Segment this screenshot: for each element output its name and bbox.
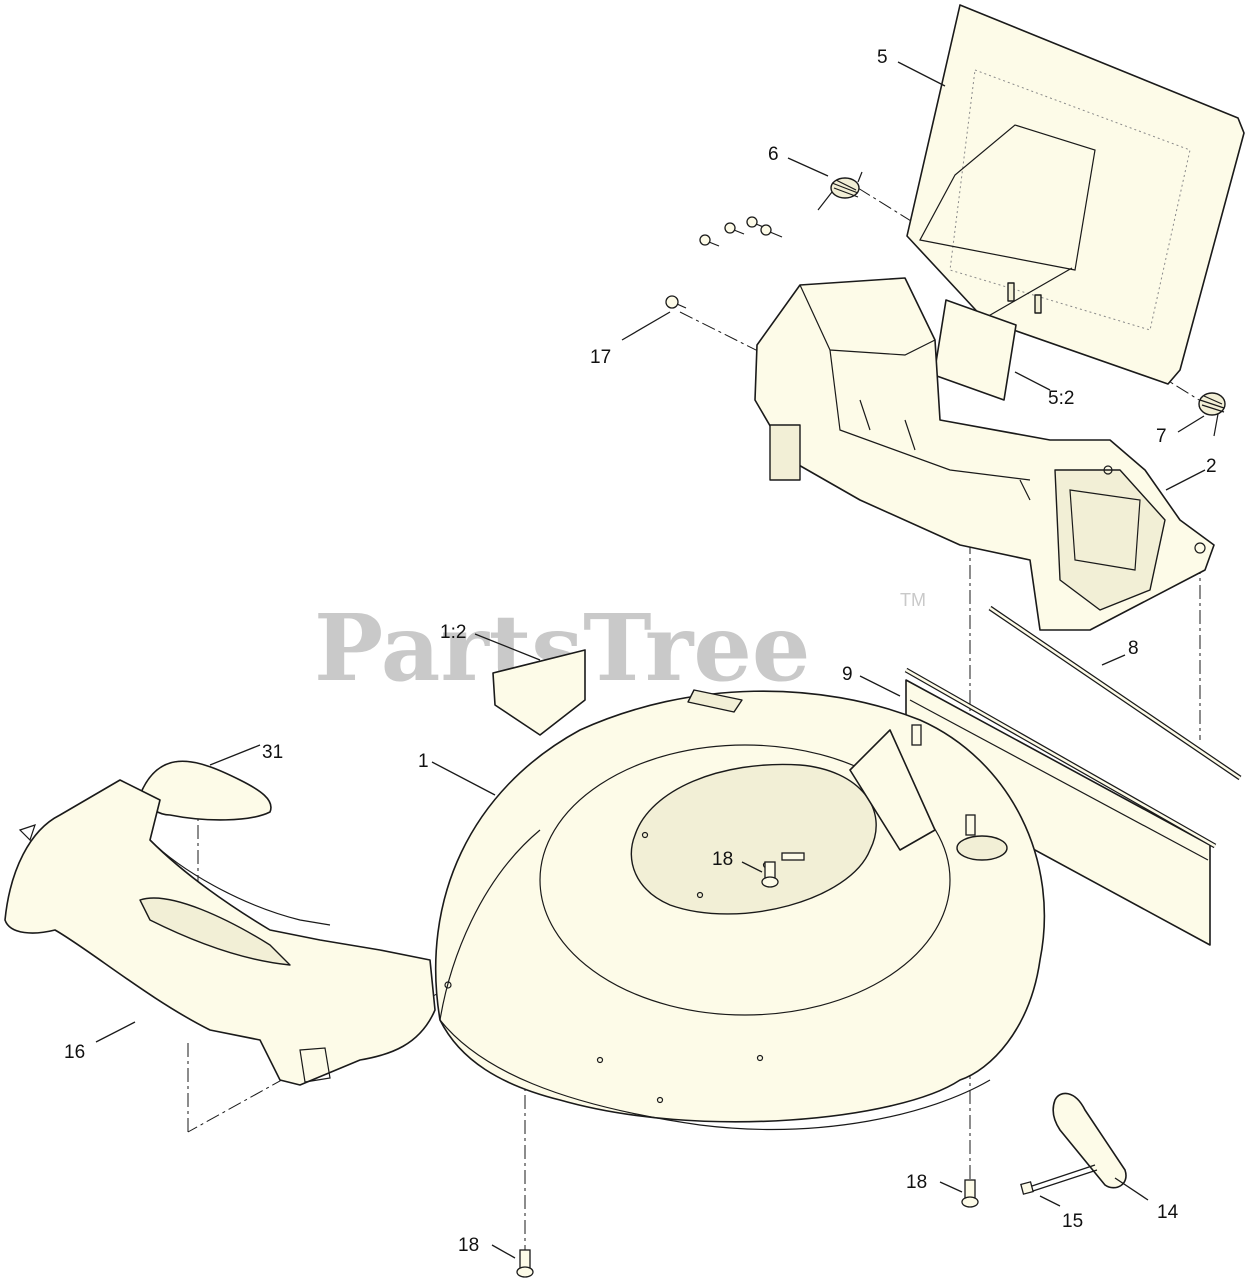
part-15-bolt [1020,1164,1098,1195]
callout-31: 31 [262,742,283,763]
part-5-2-decal [933,299,1017,401]
part-16-cover [4,779,436,1086]
callout-7: 7 [1156,426,1167,447]
callout-17: 17 [590,347,611,368]
part-2-rear-bracket [754,277,1215,631]
callout-6: 6 [768,144,779,165]
callout-1: 1 [418,751,429,772]
callout-18-right: 18 [906,1172,927,1193]
callout-5-2: 5:2 [1048,388,1074,409]
screws-group-17 [665,216,783,309]
part-14-lever [1052,1092,1127,1189]
bolt-18-right [911,724,979,1208]
part-6-spring [817,171,863,211]
callout-labels: 5 6 17 5:2 7 2 8 9 1:2 1 31 16 18 18 18 … [64,47,1217,1256]
watermark-trademark: TM [900,590,926,610]
part-31-handle-cover [139,760,272,821]
part-1-deck [434,689,1046,1131]
callout-16: 16 [64,1042,85,1063]
centerline-screw-17 [679,311,761,353]
callout-8: 8 [1128,638,1139,659]
bolt-18-center [761,852,805,888]
callout-15: 15 [1062,1211,1083,1232]
callout-2: 2 [1206,456,1217,477]
callout-5: 5 [877,47,888,68]
callout-9: 9 [842,664,853,685]
watermark: PartsTree TM [314,590,926,702]
callout-18-center: 18 [712,849,733,870]
part-1-2-decal [492,649,586,736]
part-7-spring [1198,392,1226,437]
part-8-rod [988,605,1242,781]
callout-1-2: 1:2 [440,622,466,643]
leader-lines [95,61,1206,1259]
callout-14: 14 [1157,1202,1179,1223]
callout-18-bottom: 18 [458,1235,479,1256]
bolt-18-bottom [516,1249,534,1278]
part-9-flap [904,667,1217,946]
part-5-rear-flap [906,4,1245,385]
